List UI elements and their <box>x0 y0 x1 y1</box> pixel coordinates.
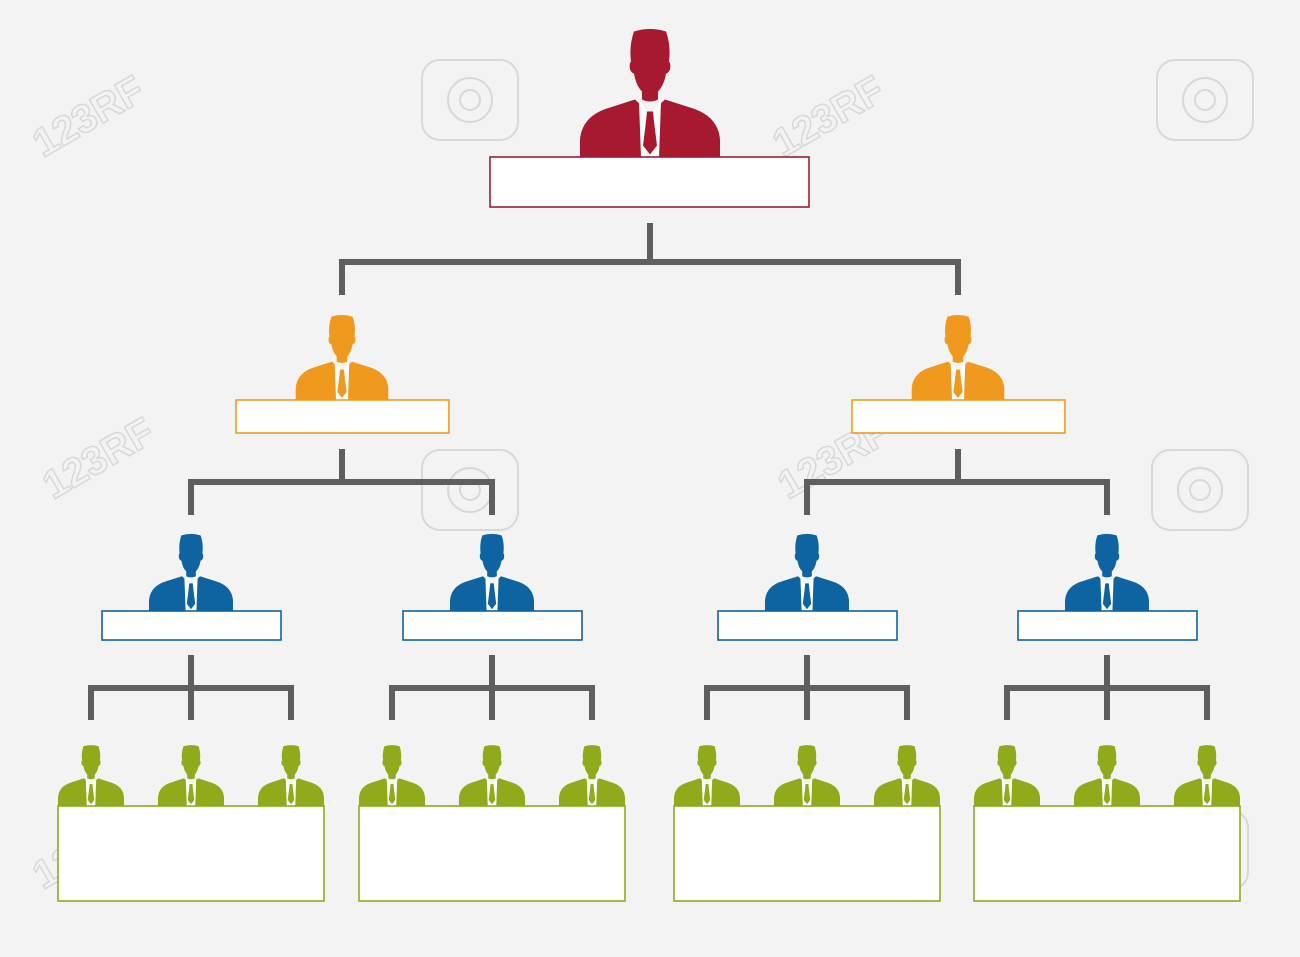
person-icon-member <box>774 745 840 806</box>
watermark <box>421 59 519 141</box>
node-box-team <box>673 805 941 902</box>
person-icon-member <box>58 745 124 806</box>
node-box-team <box>358 805 626 902</box>
watermark-text: 123RF <box>36 410 162 508</box>
watermark: 123RF <box>25 67 152 167</box>
person-icon-lead <box>149 533 233 611</box>
person-icon-lead <box>450 533 534 611</box>
node-box-team <box>57 805 325 902</box>
node-box-manager <box>851 399 1066 434</box>
person-icon-member <box>459 745 525 806</box>
node-box-root <box>489 156 810 208</box>
person-icon-manager <box>295 314 389 400</box>
person-icon-member <box>158 745 224 806</box>
person-icon-member <box>874 745 940 806</box>
node-box-lead <box>402 610 583 641</box>
watermark-text: 123RF <box>26 68 152 166</box>
watermark: 123RF <box>765 67 892 167</box>
person-icon-member <box>1174 745 1240 806</box>
watermark <box>1156 59 1254 141</box>
node-box-lead <box>1017 610 1198 641</box>
person-icon-member <box>674 745 740 806</box>
watermark-text: 123RF <box>766 68 892 166</box>
watermark <box>1151 449 1249 531</box>
node-box-lead <box>101 610 282 641</box>
person-icon-member <box>258 745 324 806</box>
person-icon-manager <box>911 314 1005 400</box>
person-icon-member <box>974 745 1040 806</box>
person-icon-lead <box>765 533 849 611</box>
camera-icon <box>421 449 519 531</box>
person-icon-lead <box>1065 533 1149 611</box>
node-box-lead <box>717 610 898 641</box>
person-icon-member <box>1074 745 1140 806</box>
person-icon-member <box>359 745 425 806</box>
camera-icon <box>1156 59 1254 141</box>
org-nodes <box>57 29 1241 902</box>
camera-icon <box>421 59 519 141</box>
node-box-manager <box>235 399 450 434</box>
person-icon-member <box>559 745 625 806</box>
watermark <box>421 449 519 531</box>
connector-lines <box>88 223 1210 720</box>
person-icon-root <box>580 29 720 158</box>
node-box-team <box>973 805 1241 902</box>
camera-icon <box>1151 449 1249 531</box>
watermark: 123RF <box>35 409 162 509</box>
